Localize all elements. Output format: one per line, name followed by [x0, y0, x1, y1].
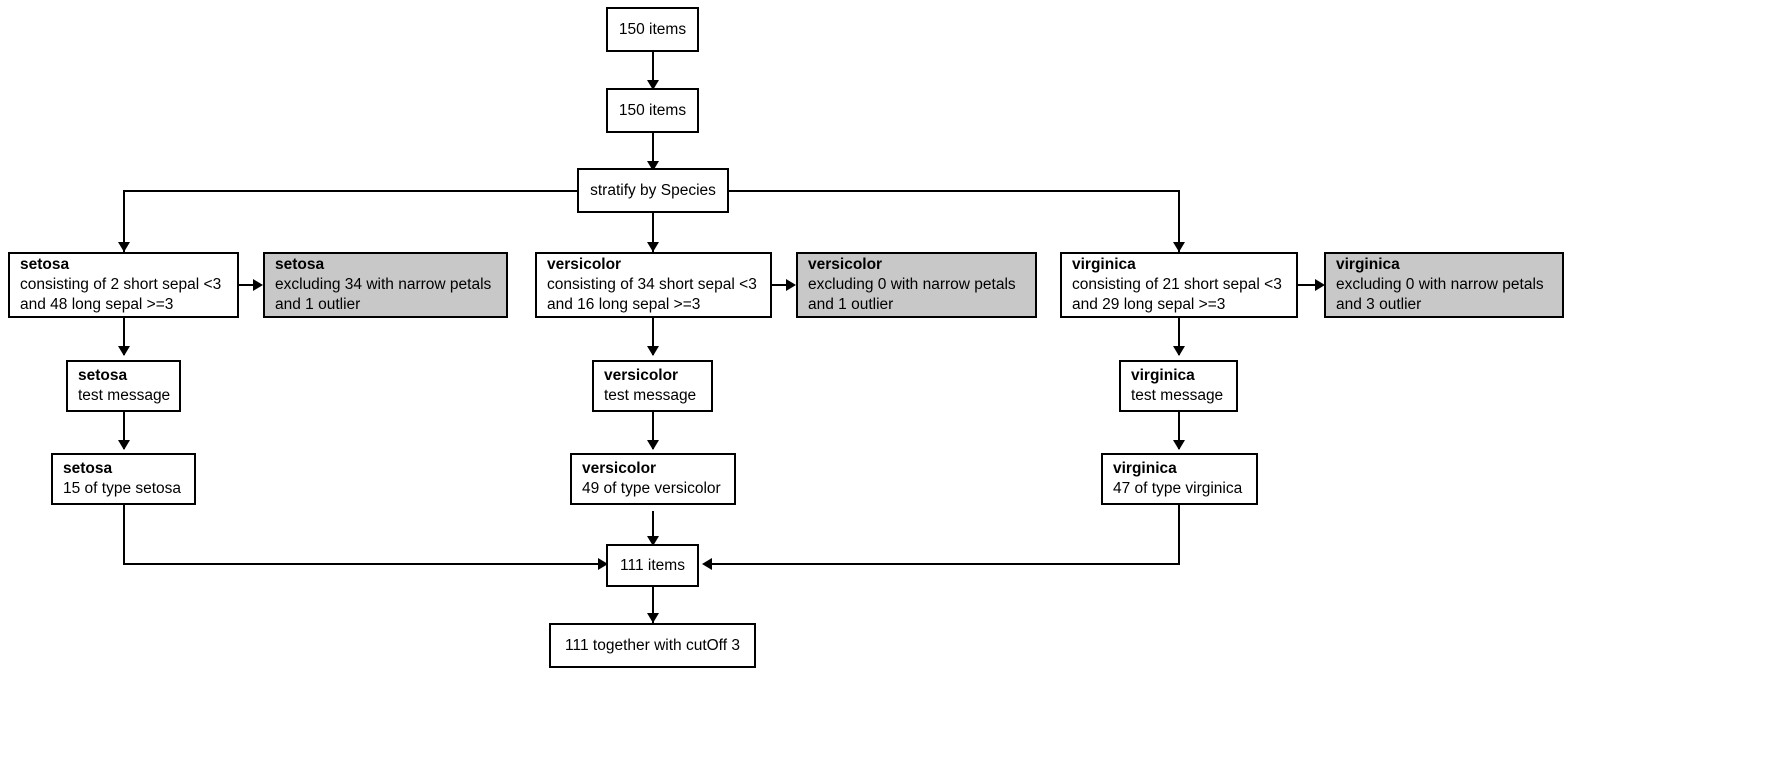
- node-setosa-main[interactable]: setosa consisting of 2 short sepal <3 an…: [8, 252, 239, 318]
- node-second-label: 150 items: [618, 101, 687, 119]
- edge-stratify-to-versicolor: [652, 213, 654, 252]
- edge-setosa-to-excluded: [238, 284, 258, 286]
- edge-versicolor-to-test: [652, 317, 654, 355]
- arrowhead-versicolor-to-excluded: [786, 279, 796, 291]
- node-final[interactable]: 111 together with cutOff 3: [549, 623, 756, 668]
- arrowhead-setosa-to-test: [118, 346, 130, 356]
- node-merge[interactable]: 111 items: [606, 544, 699, 587]
- node-versicolor-test[interactable]: versicolor test message: [592, 360, 713, 412]
- node-setosa-excluded-line2: and 1 outlier: [275, 295, 361, 313]
- node-virginica-excluded-line2: and 3 outlier: [1336, 295, 1422, 313]
- node-versicolor-excluded-line1: excluding 0 with narrow petals: [808, 276, 1016, 294]
- arrowhead-setosa-test-to-count: [118, 440, 130, 450]
- node-setosa-excluded-title: setosa: [275, 256, 325, 274]
- arrowhead-setosa-count-to-merge: [598, 558, 608, 570]
- node-setosa-count-title: setosa: [63, 460, 113, 478]
- node-versicolor-main-line1: consisting of 34 short sepal <3: [547, 276, 757, 294]
- edge-stratify-drop-virginica: [1178, 190, 1180, 252]
- arrowhead-virginica-to-test: [1173, 346, 1185, 356]
- node-virginica-main-line1: consisting of 21 short sepal <3: [1072, 276, 1282, 294]
- edge-setosa-count-to-merge-h: [123, 563, 613, 565]
- node-setosa-excluded[interactable]: setosa excluding 34 with narrow petals a…: [263, 252, 508, 318]
- node-setosa-count-line1: 15 of type setosa: [63, 480, 182, 497]
- arrowhead-second-to-stratify: [647, 161, 659, 171]
- node-versicolor-main-title: versicolor: [547, 256, 622, 274]
- node-setosa-test-line1: test message: [78, 387, 171, 404]
- arrowhead-stratify-to-virginica: [1173, 242, 1185, 252]
- node-versicolor-test-title: versicolor: [604, 367, 679, 385]
- node-virginica-test-line1: test message: [1131, 387, 1224, 404]
- arrowhead-versicolor-count-to-merge: [647, 536, 659, 546]
- node-versicolor-count-title: versicolor: [582, 460, 657, 478]
- edge-merge-to-final: [652, 587, 654, 623]
- node-setosa-test-title: setosa: [78, 367, 128, 385]
- arrowhead-versicolor-to-test: [647, 346, 659, 356]
- node-versicolor-excluded-title: versicolor: [808, 256, 883, 274]
- node-final-label: 111 together with cutOff 3: [565, 636, 740, 654]
- node-virginica-test-title: virginica: [1131, 367, 1195, 385]
- node-setosa-test[interactable]: setosa test message: [66, 360, 181, 412]
- node-versicolor-excluded[interactable]: versicolor excluding 0 with narrow petal…: [796, 252, 1037, 318]
- node-virginica-test[interactable]: virginica test message: [1119, 360, 1238, 412]
- node-stratify-label: stratify by Species: [590, 181, 716, 199]
- edge-stratify-bus-left: [123, 190, 578, 192]
- arrowhead-virginica-count-to-merge: [702, 558, 712, 570]
- edge-setosa-test-to-count: [123, 411, 125, 449]
- edge-setosa-to-test: [123, 317, 125, 355]
- edge-virginica-count-to-merge-v: [1178, 505, 1180, 565]
- arrowhead-virginica-to-excluded: [1315, 279, 1325, 291]
- node-stratify[interactable]: stratify by Species: [577, 168, 729, 213]
- node-versicolor-count[interactable]: versicolor 49 of type versicolor: [570, 453, 736, 505]
- node-setosa-main-title: setosa: [20, 256, 70, 274]
- edge-start-to-second: [652, 52, 654, 90]
- node-virginica-main[interactable]: virginica consisting of 21 short sepal <…: [1060, 252, 1298, 318]
- node-setosa-excluded-line1: excluding 34 with narrow petals: [275, 276, 492, 294]
- edge-setosa-count-to-merge-v: [123, 505, 125, 565]
- node-setosa-main-line2: and 48 long sepal >=3: [20, 295, 174, 313]
- edge-virginica-to-test: [1178, 317, 1180, 355]
- node-virginica-count-title: virginica: [1113, 460, 1177, 478]
- node-second[interactable]: 150 items: [606, 88, 699, 133]
- node-virginica-main-title: virginica: [1072, 256, 1136, 274]
- node-virginica-excluded-line1: excluding 0 with narrow petals: [1336, 276, 1544, 294]
- node-setosa-main-line1: consisting of 2 short sepal <3: [20, 276, 222, 294]
- edge-virginica-to-excluded: [1298, 284, 1320, 286]
- node-start-label: 150 items: [618, 20, 687, 38]
- edge-virginica-count-to-merge-h: [712, 563, 1180, 565]
- edge-versicolor-test-to-count: [652, 411, 654, 449]
- node-virginica-main-line2: and 29 long sepal >=3: [1072, 295, 1226, 313]
- edge-versicolor-count-to-merge: [652, 511, 654, 544]
- edge-second-to-stratify: [652, 133, 654, 171]
- node-virginica-excluded[interactable]: virginica excluding 0 with narrow petals…: [1324, 252, 1564, 318]
- node-versicolor-count-line1: 49 of type versicolor: [582, 480, 721, 497]
- edge-stratify-drop-setosa: [123, 190, 125, 252]
- arrowhead-versicolor-test-to-count: [647, 440, 659, 450]
- arrowhead-stratify-to-setosa: [118, 242, 130, 252]
- node-versicolor-excluded-line2: and 1 outlier: [808, 295, 894, 313]
- arrowhead-virginica-test-to-count: [1173, 440, 1185, 450]
- arrowhead-stratify-to-versicolor: [647, 242, 659, 252]
- node-virginica-count-line1: 47 of type virginica: [1113, 480, 1243, 497]
- node-versicolor-main-line2: and 16 long sepal >=3: [547, 295, 701, 313]
- arrowhead-merge-to-final: [647, 613, 659, 623]
- node-versicolor-test-line1: test message: [604, 387, 697, 404]
- node-virginica-excluded-title: virginica: [1336, 256, 1400, 274]
- edge-stratify-bus-right: [728, 190, 1180, 192]
- arrowhead-start-to-second: [647, 80, 659, 90]
- arrowhead-setosa-to-excluded: [253, 279, 263, 291]
- node-virginica-count[interactable]: virginica 47 of type virginica: [1101, 453, 1258, 505]
- node-start[interactable]: 150 items: [606, 7, 699, 52]
- edge-versicolor-to-excluded: [771, 284, 791, 286]
- node-setosa-count[interactable]: setosa 15 of type setosa: [51, 453, 196, 505]
- node-versicolor-main[interactable]: versicolor consisting of 34 short sepal …: [535, 252, 772, 318]
- node-merge-label: 111 items: [620, 556, 685, 574]
- edge-virginica-test-to-count: [1178, 411, 1180, 449]
